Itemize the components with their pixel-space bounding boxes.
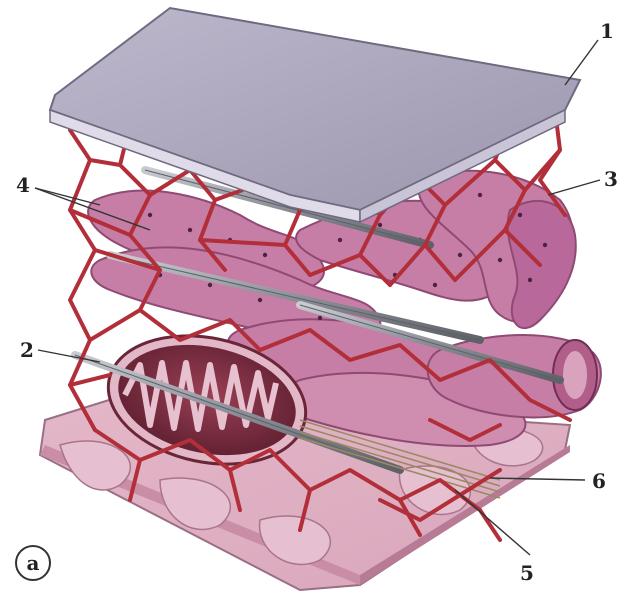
label-5: 5	[520, 561, 534, 585]
label-1: 1	[600, 19, 614, 43]
label-6: 6	[592, 469, 606, 493]
panel-marker: a	[16, 546, 50, 580]
label-3: 3	[604, 167, 618, 191]
panel-letter: a	[27, 551, 40, 575]
label-2: 2	[20, 338, 34, 362]
label-4: 4	[16, 173, 30, 197]
